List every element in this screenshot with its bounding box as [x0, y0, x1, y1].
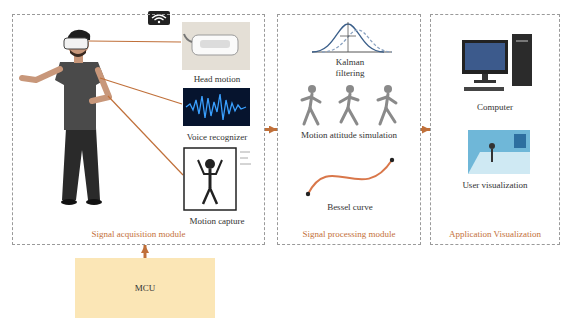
- runner-figures: [302, 85, 396, 124]
- computer-icon-part: [462, 40, 508, 74]
- bessel-curve-plot-part: [306, 192, 310, 196]
- caption: Kalman filtering: [326, 57, 374, 79]
- leader-lines: [89, 41, 183, 175]
- person-figure-part: [86, 199, 102, 205]
- motion-capture-icon: [184, 148, 251, 210]
- leader-lines-part: [108, 96, 183, 175]
- person-figure-part: [61, 199, 77, 205]
- person-figure-part: [64, 38, 88, 49]
- component-item: Head motion: [180, 20, 254, 86]
- person-figure-part: [62, 128, 100, 200]
- kalman-plot-part: [340, 36, 356, 37]
- motion-capture-icon-part: [205, 159, 215, 169]
- motion-capture-icon-part: [203, 188, 217, 204]
- user-visualization-picture-part: [514, 134, 526, 148]
- leader-lines-part: [89, 41, 181, 42]
- caption: Voice recognizer: [187, 132, 248, 143]
- headset-photo-part: [182, 22, 250, 70]
- bessel-curve-plot: [306, 158, 394, 196]
- bessel-curve-plot-part: [308, 160, 392, 194]
- component-item: Voice recognizer: [180, 86, 254, 144]
- motion-capture-icon-part: [184, 148, 236, 210]
- person-figure-part: [22, 69, 60, 80]
- caption: Bessel curve: [327, 202, 373, 213]
- component-item: Motion attitude simulation: [287, 82, 411, 142]
- runner-figures-part: [340, 97, 358, 102]
- headset-photo: [182, 22, 250, 70]
- bessel-curve-plot-part: [390, 158, 394, 162]
- person-figure-part: [92, 70, 109, 101]
- computer-icon-part: [464, 87, 504, 91]
- user-visualization-picture-part: [468, 152, 530, 174]
- module-label: MCU: [135, 283, 156, 294]
- module-box: Signal acquisition module Head motionVoic…: [12, 14, 265, 245]
- component-item: Motion capture: [180, 146, 254, 228]
- runner-figures-part: [304, 108, 318, 124]
- flow-arrow: [421, 128, 430, 131]
- user-visualization-picture-part: [491, 149, 493, 162]
- component-item: User visualization: [455, 124, 535, 192]
- component-item: Bessel curve: [300, 150, 400, 214]
- runner-figures-part: [302, 97, 320, 102]
- caption: Motion attitude simulation: [301, 130, 397, 141]
- kalman-plot: [312, 22, 392, 52]
- headset-photo-part: [200, 40, 230, 48]
- user-visualization-picture-part: [489, 143, 495, 149]
- flow-arrow: [144, 245, 147, 258]
- runner-figures-part: [384, 85, 392, 93]
- person-figure: [22, 30, 109, 205]
- caption: Motion capture: [189, 216, 244, 227]
- mcu-box: MCU: [75, 258, 215, 318]
- module-label: Application Visualization: [449, 229, 541, 240]
- voice-waveform-part: [183, 88, 250, 126]
- component-item: Computer: [455, 28, 535, 114]
- motion-capture-icon-part: [240, 158, 248, 159]
- runner-figures-part: [341, 108, 357, 124]
- computer-icon-part: [482, 74, 488, 80]
- flow-arrow: [265, 128, 277, 131]
- computer-icon-part: [516, 40, 528, 42]
- component-item: Kalman filtering: [300, 18, 400, 80]
- caption: Computer: [477, 102, 513, 113]
- headset-photo-part: [192, 35, 238, 55]
- module-box: Application Visualization ComputerUser vi…: [430, 14, 560, 245]
- kalman-plot-part: [348, 22, 349, 52]
- caption: User visualization: [462, 180, 527, 191]
- computer-icon-part: [474, 80, 496, 83]
- user-visualization-picture: [468, 130, 530, 174]
- runner-figures-part: [346, 85, 354, 93]
- caption: Head motion: [194, 74, 241, 85]
- motion-capture-icon-part: [240, 164, 251, 165]
- module-label: Signal acquisition module: [92, 229, 186, 240]
- kalman-plot-part: [322, 30, 392, 52]
- module-label: Signal processing module: [303, 229, 396, 240]
- module-box: Signal processing module Kalman filtering…: [277, 14, 421, 245]
- wifi-icon-part: [158, 21, 160, 23]
- computer-icon-part: [465, 43, 505, 70]
- voice-waveform: [183, 88, 250, 126]
- runner-figures-part: [308, 85, 316, 93]
- user-visualization-picture-part: [468, 130, 530, 174]
- wifi-icon-part: [155, 18, 164, 20]
- computer-icon: [462, 34, 532, 91]
- voice-waveform-part: [186, 94, 246, 120]
- runner-figures-part: [378, 97, 396, 103]
- computer-icon-part: [512, 34, 532, 86]
- motion-capture-icon-part: [240, 152, 250, 153]
- person-figure-part: [70, 50, 86, 57]
- motion-capture-icon-part: [198, 160, 222, 174]
- headset-photo-part: [184, 34, 192, 42]
- runner-figures-part: [380, 108, 395, 124]
